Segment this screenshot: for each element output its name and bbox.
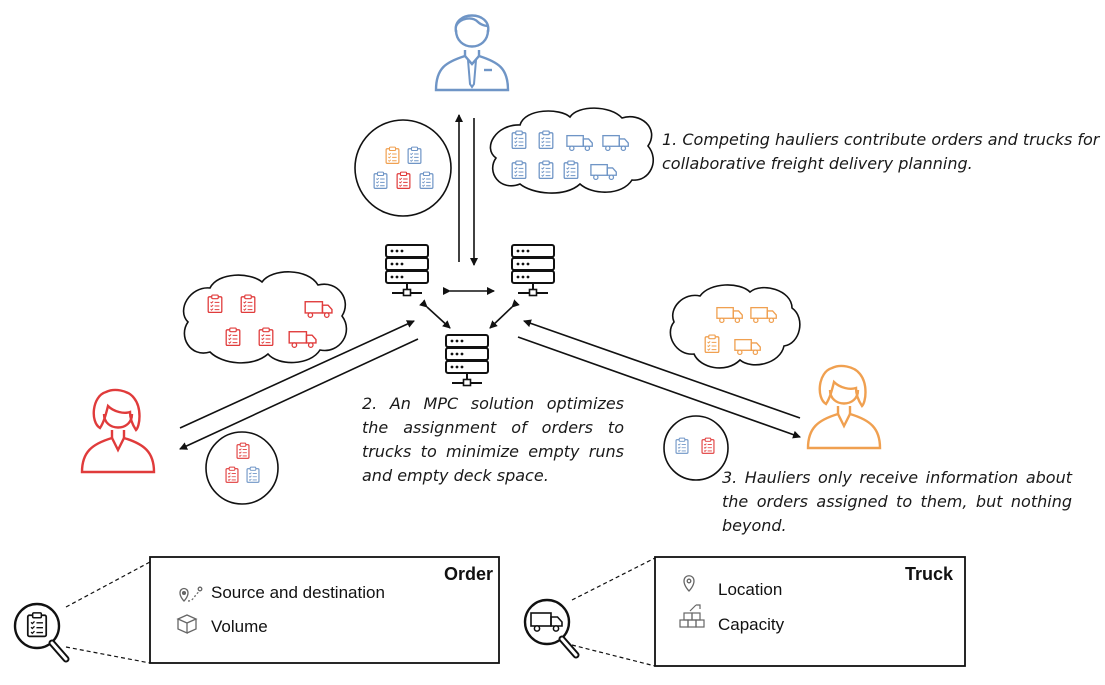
truck-item-location: Location xyxy=(718,580,783,599)
order-item-volume: Volume xyxy=(211,617,268,636)
truck-magnifier-icon xyxy=(525,600,576,655)
haulier-red-icon xyxy=(80,388,156,474)
orange-orders-cloud xyxy=(669,284,801,369)
blue-orders-cloud xyxy=(489,107,654,194)
stacked-boxes-icon xyxy=(679,604,705,628)
red-orders-cloud xyxy=(182,271,348,364)
server-icon xyxy=(445,334,489,387)
server-icon xyxy=(385,244,429,297)
assigned-orders-orange-circle xyxy=(663,415,729,481)
order-box-title: Order xyxy=(444,564,494,584)
haulier-blue-icon xyxy=(434,14,510,92)
aggregated-orders-circle xyxy=(354,119,452,217)
truck-box-title: Truck xyxy=(905,564,954,584)
order-item-source-destination: Source and destination xyxy=(211,583,385,602)
assigned-orders-red-circle xyxy=(205,431,279,505)
haulier-orange-icon xyxy=(806,364,882,450)
truck-legend xyxy=(525,556,966,667)
location-pin-icon xyxy=(683,575,695,592)
truck-item-capacity: Capacity xyxy=(718,615,785,634)
order-legend xyxy=(15,556,500,664)
step1-caption: 1. Competing hauliers contribute orders … xyxy=(662,130,1100,173)
route-pin-icon xyxy=(179,586,203,602)
step3-caption: 3. Hauliers only receive information abo… xyxy=(722,468,1072,535)
box-icon xyxy=(176,614,198,635)
server-icon xyxy=(511,244,555,297)
step2-caption: 2. An MPC solution optimizes the assignm… xyxy=(362,394,624,485)
arrows xyxy=(179,114,801,450)
